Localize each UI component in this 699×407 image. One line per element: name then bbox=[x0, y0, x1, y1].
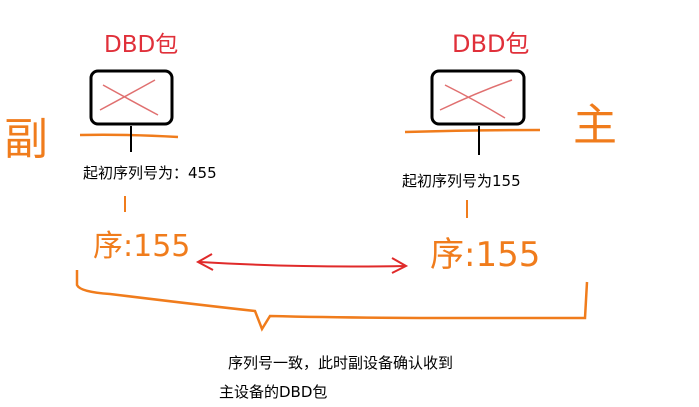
left-router-cross bbox=[99, 79, 159, 116]
caption-line-1: 序列号一致，此时副设备确认收到 bbox=[228, 354, 454, 372]
right-router-cross bbox=[439, 79, 513, 119]
left-router-box bbox=[89, 69, 174, 126]
left-seq-label: 序:155 bbox=[93, 229, 191, 264]
right-router-box bbox=[430, 69, 526, 126]
bracket-brace bbox=[75, 270, 589, 332]
left-packet-label: DBD包 bbox=[104, 32, 179, 58]
left-initial-seq-text: 起初序列号为：455 bbox=[83, 164, 217, 182]
right-packet-label: DBD包 bbox=[452, 30, 530, 58]
sync-arrow-head-right bbox=[391, 257, 409, 274]
right-underline bbox=[404, 128, 541, 134]
left-role-label: 副 bbox=[4, 114, 48, 165]
left-underline bbox=[79, 133, 179, 139]
right-initial-seq-text: 起初序列号为155 bbox=[402, 172, 521, 190]
caption-line-2: 主设备的DBD包 bbox=[219, 383, 328, 401]
right-seq-label: 序:155 bbox=[430, 235, 541, 275]
sync-arrow-head-left bbox=[195, 253, 214, 271]
right-role-label: 主 bbox=[573, 100, 617, 151]
sync-arrow-line bbox=[199, 261, 406, 268]
